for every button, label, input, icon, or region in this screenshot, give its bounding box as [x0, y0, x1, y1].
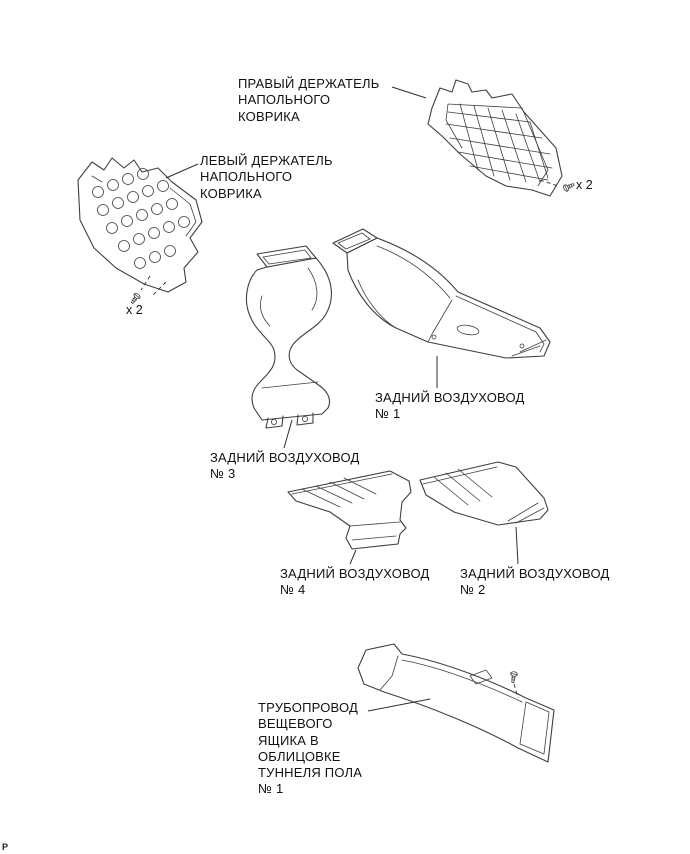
- screw-icon-pipe: [509, 670, 519, 684]
- rear-air-duct-3-drawing: [245, 245, 332, 429]
- rear-air-duct-2-drawing: [419, 461, 549, 526]
- rear-air-duct-4-drawing: [287, 470, 412, 550]
- label-rear-duct-2: ЗАДНИЙ ВОЗДУХОВОД № 2: [460, 566, 610, 598]
- label-right-floor-mat-holder: ПРАВЫЙ ДЕРЖАТЕЛЬ НАПОЛЬНОГО КОВРИКА: [238, 76, 380, 124]
- label-left-floor-mat-holder: ЛЕВЫЙ ДЕРЖАТЕЛЬ НАПОЛЬНОГО КОВРИКА: [200, 153, 333, 201]
- qty-label-left: x 2: [126, 303, 143, 317]
- screw-icon-right: [562, 180, 576, 193]
- label-rear-duct-4: ЗАДНИЙ ВОЗДУХОВОД № 4: [280, 566, 430, 598]
- label-rear-duct-3: ЗАДНИЙ ВОЗДУХОВОД № 3: [210, 450, 360, 482]
- left-floor-mat-holder-drawing: [77, 157, 203, 297]
- page-corner-mark: P: [2, 842, 9, 852]
- qty-label-right: x 2: [576, 178, 593, 192]
- leader-lines: [165, 86, 519, 712]
- label-rear-duct-1: ЗАДНИЙ ВОЗДУХОВОД № 1: [375, 390, 525, 422]
- tunnel-pipe-drawing: [357, 643, 555, 763]
- rear-air-duct-1-drawing: [332, 228, 551, 359]
- right-floor-mat-holder-drawing: [427, 79, 563, 197]
- label-tunnel-pipe: ТРУБОПРОВОД ВЕЩЕВОГО ЯЩИКА В ОБЛИЦОВКЕ Т…: [258, 700, 363, 797]
